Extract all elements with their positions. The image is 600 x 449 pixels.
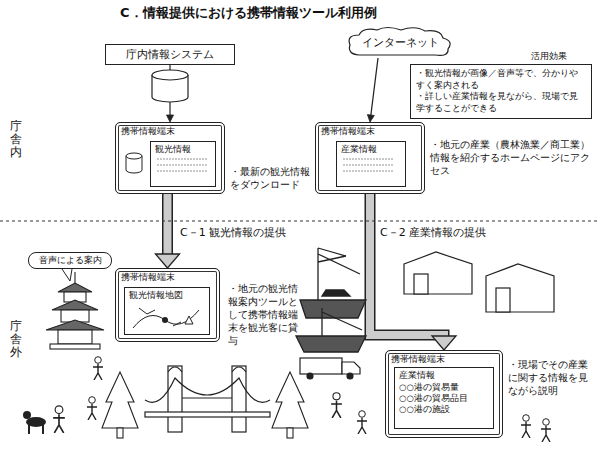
terminal-box: 携帯情報端末産業情報○○港の貿易量○○港の貿易品目○○港の施設 bbox=[385, 350, 503, 438]
node-text: ○○港の貿易量 bbox=[399, 382, 489, 393]
connector-line bbox=[371, 58, 378, 115]
arrow-heads bbox=[367, 115, 374, 122]
screen-panel: 産業情報 bbox=[336, 141, 406, 187]
node-text: 産業情報 bbox=[341, 144, 401, 156]
pagoda bbox=[46, 272, 104, 349]
node-text: 携帯情報端末 bbox=[121, 126, 219, 136]
node-text: 観光情報地図 bbox=[129, 290, 205, 302]
terminal-box: 携帯情報端末観光情報 bbox=[115, 122, 225, 194]
node-text: インターネット bbox=[362, 35, 439, 50]
arrow-shaft-outline bbox=[162, 194, 173, 254]
small-cylinder bbox=[124, 151, 144, 175]
arrow-heads bbox=[432, 336, 456, 350]
bridge bbox=[145, 366, 270, 432]
effect-note: 活用効果・観光情報が画像／音声等で、分かりやすく案内される・詳しい産業情報を見な… bbox=[410, 64, 592, 119]
arrow-head bbox=[367, 115, 374, 122]
node-text: 産業情報 bbox=[399, 370, 489, 382]
connector bbox=[367, 58, 378, 122]
node-text: ○○港の施設 bbox=[399, 404, 489, 415]
screen-panel: 産業情報○○港の貿易量○○港の貿易品目○○港の施設 bbox=[394, 367, 494, 429]
arrow-heads bbox=[156, 254, 180, 268]
dog bbox=[23, 411, 46, 434]
text-lines bbox=[155, 156, 211, 174]
arrow-heads bbox=[167, 115, 174, 122]
diagram-title: C．情報提供における携帯情報ツール利用例 bbox=[120, 5, 377, 22]
terminal-box: 携帯情報端末産業情報 bbox=[315, 122, 425, 194]
node-text: 活用効果 bbox=[531, 51, 567, 62]
screen-panel: 観光情報地図 bbox=[124, 287, 210, 335]
system-box: 庁内情報システム bbox=[105, 44, 235, 65]
section-heading: C－1 観光情報の提供 bbox=[180, 226, 286, 240]
speech-bubble: 音声による案内 bbox=[28, 252, 112, 269]
node-text: ・詳しい産業情報を見ながら、現場で見学することができる bbox=[416, 91, 586, 114]
node-text: ・観光情報が画像／音声等で、分かりやすく案内される bbox=[416, 68, 586, 91]
caption-text: ・地元の産業（農林漁業／商工業）情報を紹介するホームページにアクセス bbox=[430, 138, 594, 177]
screen-panel: 観光情報 bbox=[150, 141, 216, 187]
internet-cloud: インターネット bbox=[345, 26, 455, 58]
caption-text: ・最新の観光情報をダウンロード bbox=[230, 165, 318, 191]
database-cylinder bbox=[152, 70, 188, 102]
bubble-tail bbox=[62, 269, 72, 281]
node-text: 庁内情報システム bbox=[110, 47, 230, 62]
area-label: 庁舎外 bbox=[10, 320, 22, 360]
tree bbox=[102, 372, 308, 438]
divider bbox=[0, 221, 600, 222]
node-text: 携帯情報端末 bbox=[121, 272, 214, 282]
arrow-head bbox=[432, 336, 456, 350]
cloud-outline bbox=[349, 28, 450, 56]
node-text: 観光情報 bbox=[155, 144, 211, 156]
arrow-head bbox=[167, 115, 174, 122]
arrow-head bbox=[156, 254, 180, 268]
section-heading: C－2 産業情報の提供 bbox=[380, 226, 486, 240]
area-label: 庁舎内 bbox=[10, 120, 22, 160]
truck bbox=[300, 358, 360, 379]
arrow-shaft bbox=[164, 194, 172, 254]
text-lines bbox=[341, 156, 397, 174]
caption-text: ・地元の観光情報案内ツールとして携帯情報端末を観光客に貸与 bbox=[228, 282, 306, 347]
harbour-cranes bbox=[296, 248, 366, 352]
terminal-box: 携帯情報端末観光情報地図 bbox=[115, 268, 220, 342]
map-sketch bbox=[129, 302, 203, 332]
flow-arrow bbox=[156, 194, 180, 268]
node-text: 携帯情報端末 bbox=[321, 126, 419, 136]
node-text: ○○港の貿易品目 bbox=[399, 393, 489, 404]
node-text: 音声による案内 bbox=[33, 254, 107, 267]
caption-text: ・現場でその産業に関する情報を見ながら説明 bbox=[508, 358, 594, 397]
warehouse bbox=[404, 252, 554, 312]
node-text: 携帯情報端末 bbox=[391, 354, 497, 364]
